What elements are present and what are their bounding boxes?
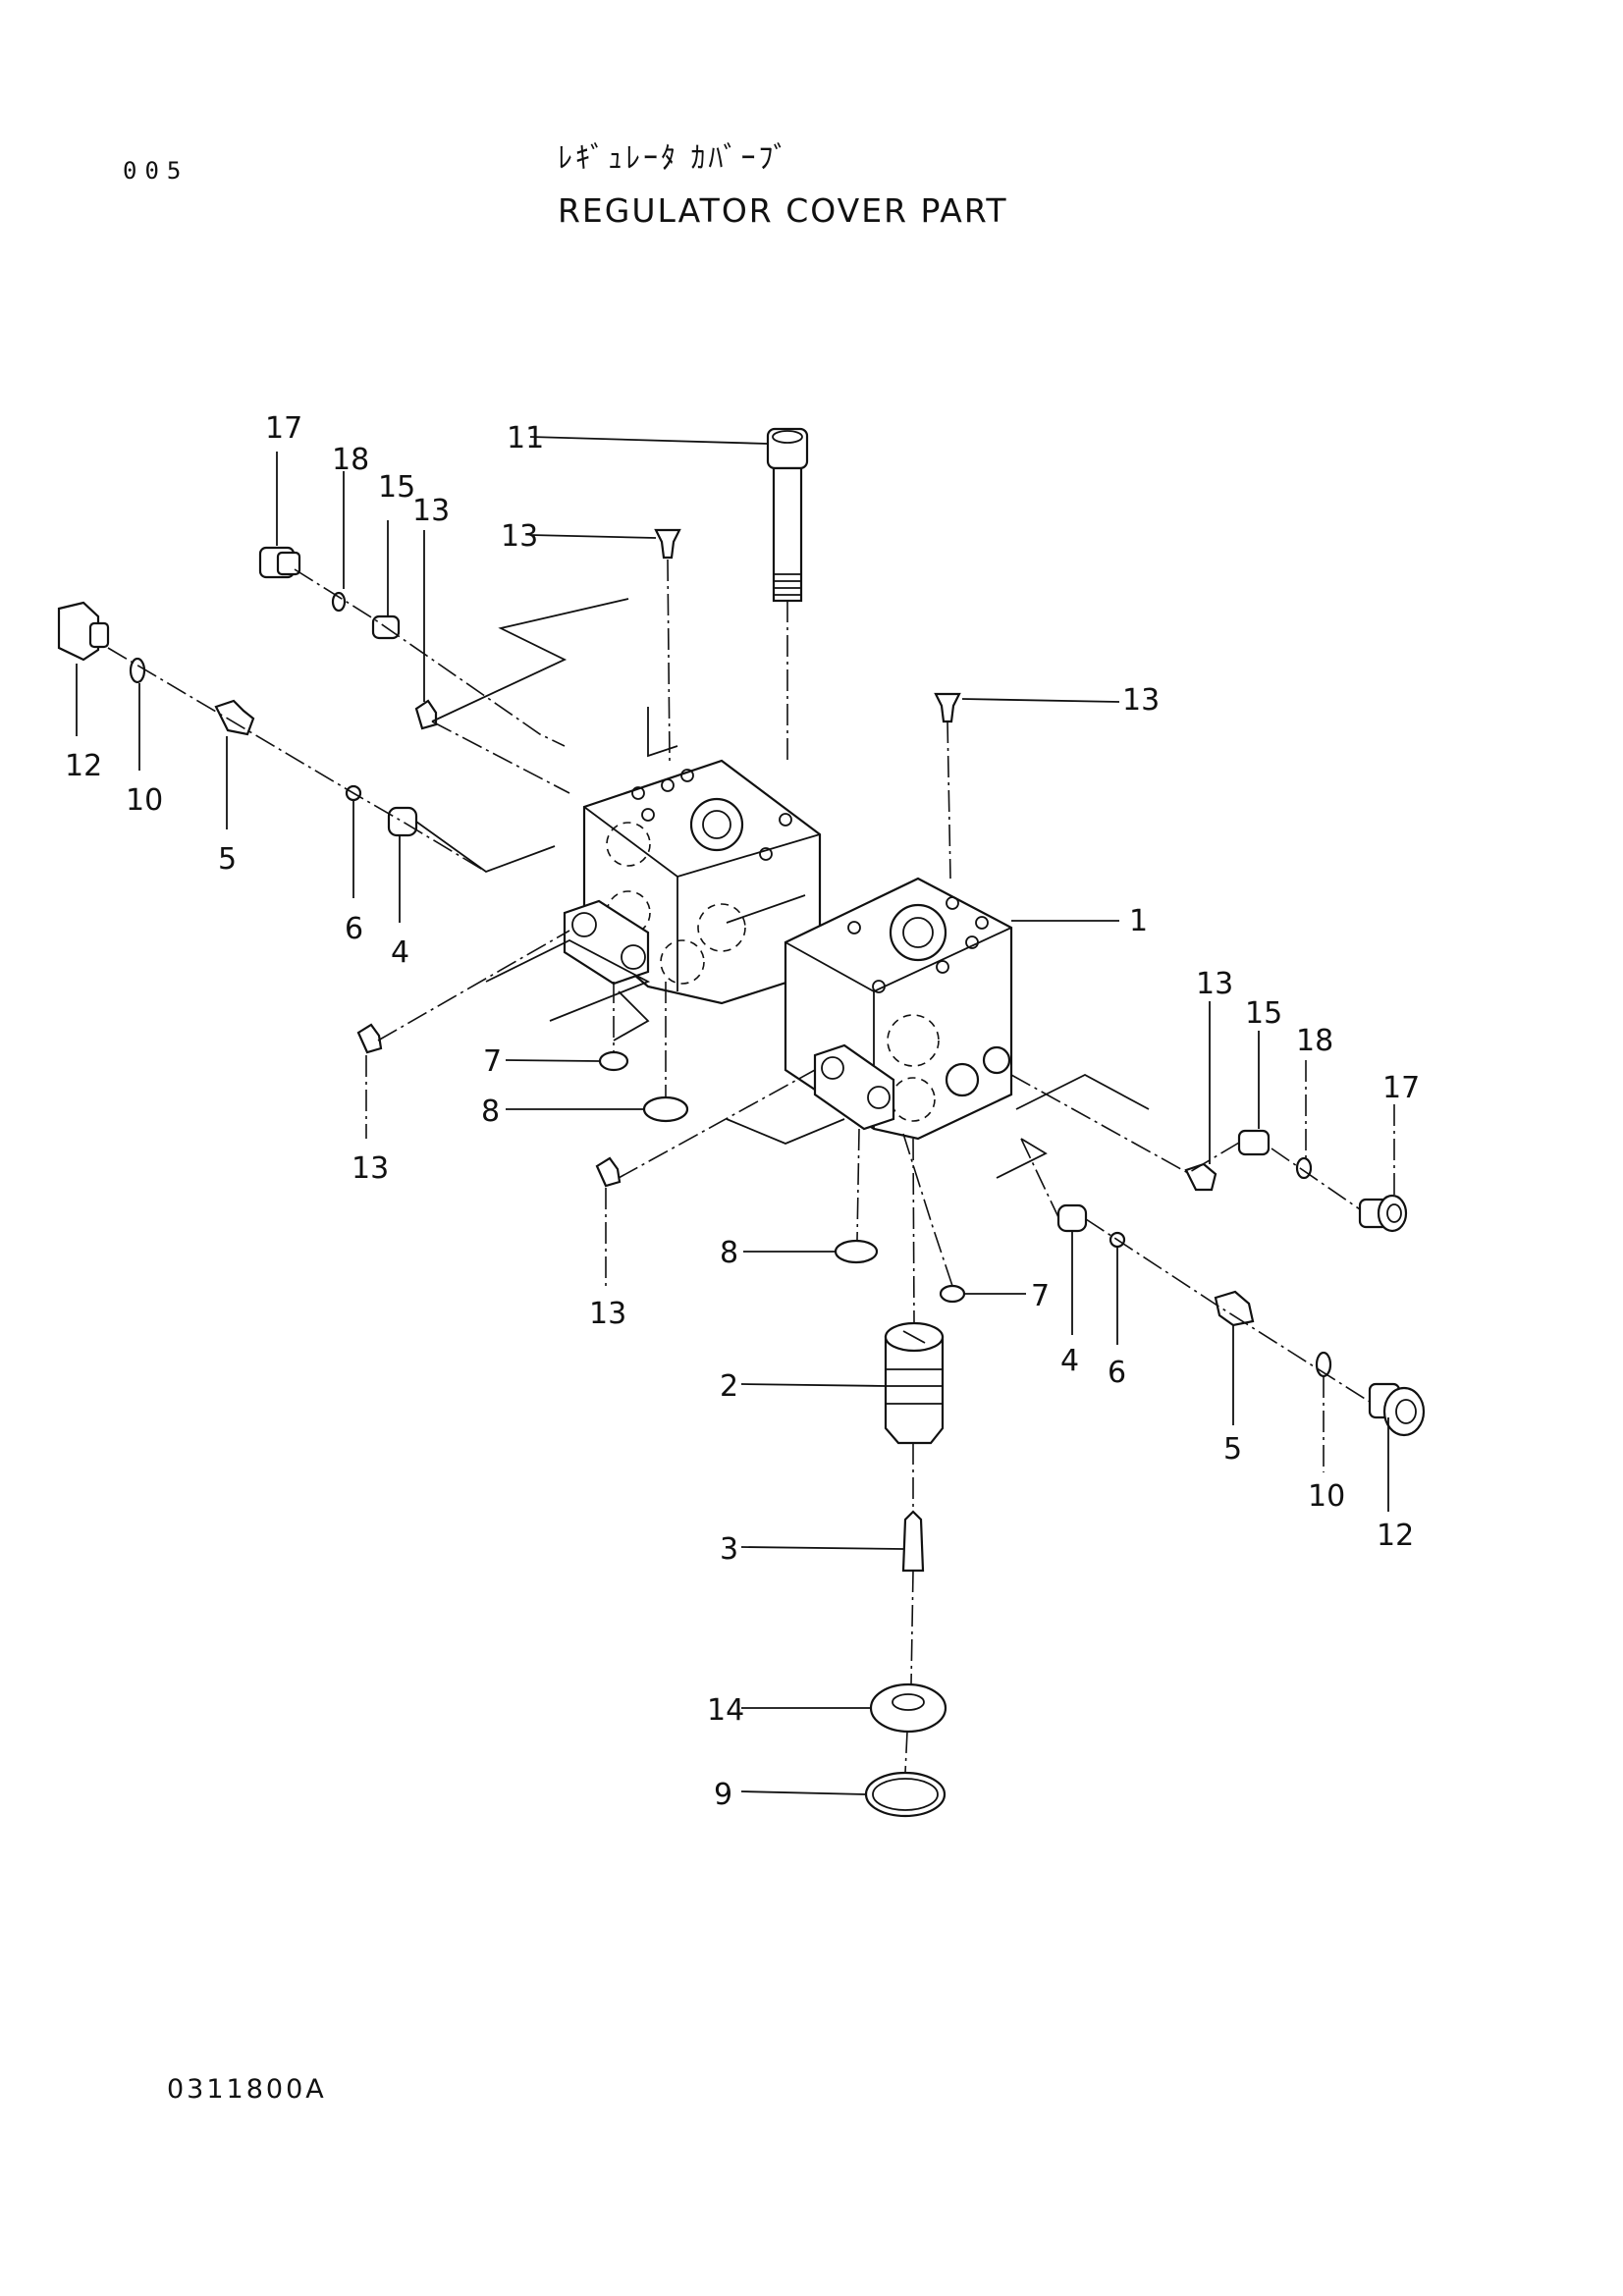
plug-12-left	[57, 601, 110, 662]
oring-10-left	[129, 657, 146, 684]
screw-13-right-top	[934, 692, 961, 723]
callout-18-left: 18	[332, 443, 369, 477]
callout-17-right: 17	[1382, 1071, 1420, 1105]
callout-11: 11	[507, 421, 544, 455]
socket-head-bolt	[766, 427, 809, 603]
assembly-center-lines	[107, 559, 1371, 1774]
oring-7-left	[598, 1050, 629, 1072]
callout-6-right: 6	[1108, 1356, 1126, 1390]
screw-13-left-lower	[356, 1023, 383, 1054]
oring-7-center	[939, 1284, 966, 1304]
callout-13-left-lower: 13	[352, 1151, 389, 1186]
callout-5-right: 5	[1223, 1432, 1242, 1467]
callout-15-left: 15	[378, 470, 415, 505]
callout-8-left: 8	[481, 1095, 500, 1129]
title-japanese: ﾚｷﾞｭﾚｰﾀ ｶﾊﾞｰﾌﾞ	[558, 141, 791, 176]
screw-13-center-lower	[595, 1156, 622, 1188]
callout-4-left: 4	[391, 935, 409, 970]
plug-12-right	[1368, 1382, 1426, 1437]
callout-10-right: 10	[1308, 1479, 1345, 1514]
callout-8-center: 8	[720, 1236, 738, 1270]
plug-5-left	[214, 699, 255, 736]
oring-18-left	[331, 591, 347, 613]
leader-lines	[76, 436, 1395, 1795]
callout-3: 3	[720, 1532, 738, 1567]
callout-7-center: 7	[1031, 1279, 1050, 1313]
oring-8-left	[642, 1095, 689, 1123]
screw-13-right	[1184, 1162, 1217, 1192]
plug-5-right	[1214, 1290, 1255, 1327]
callout-2: 2	[720, 1369, 738, 1404]
screw-13-top	[654, 528, 681, 560]
spool-2	[884, 1321, 945, 1445]
oring-8-center	[834, 1239, 879, 1264]
oring-9	[864, 1771, 947, 1818]
callout-13-right: 13	[1196, 967, 1233, 1001]
pin-3	[901, 1510, 925, 1573]
callout-12-left: 12	[65, 749, 102, 783]
regulator-cover-body	[563, 759, 1013, 1141]
sleeve-15-right	[1237, 1129, 1271, 1156]
callout-14: 14	[707, 1693, 744, 1728]
callout-10-left: 10	[126, 783, 163, 818]
title-english: REGULATOR COVER PART	[558, 191, 1008, 230]
callout-17-left: 17	[265, 411, 302, 446]
plug-17-left	[258, 546, 301, 579]
plug-17-right	[1358, 1194, 1408, 1233]
callout-18-right: 18	[1296, 1024, 1333, 1058]
spacer-4-right	[1056, 1203, 1088, 1233]
page-number: 005	[123, 157, 189, 185]
callout-4-right: 4	[1060, 1344, 1079, 1378]
callout-15-right: 15	[1245, 996, 1282, 1031]
washer-14	[869, 1682, 947, 1734]
callout-7-left: 7	[483, 1044, 502, 1079]
callout-6-left: 6	[345, 912, 363, 946]
drawing-number: 0311800A	[167, 2074, 327, 2105]
callout-13-center-lower: 13	[589, 1297, 626, 1331]
callout-1: 1	[1129, 904, 1148, 938]
spacer-4-left	[387, 806, 418, 837]
callout-12-right: 12	[1377, 1519, 1414, 1553]
screw-13-left-upper	[414, 699, 438, 730]
callout-9: 9	[714, 1778, 732, 1812]
callout-13-right-top: 13	[1122, 683, 1160, 718]
callout-numbers: 17 18 15 13 11 13 13 12 10 5 6 4 1 7 8 1…	[65, 411, 1420, 1812]
callout-13-top: 13	[501, 519, 538, 554]
callout-13-left-upper: 13	[412, 494, 450, 528]
callout-5-left: 5	[218, 842, 237, 877]
